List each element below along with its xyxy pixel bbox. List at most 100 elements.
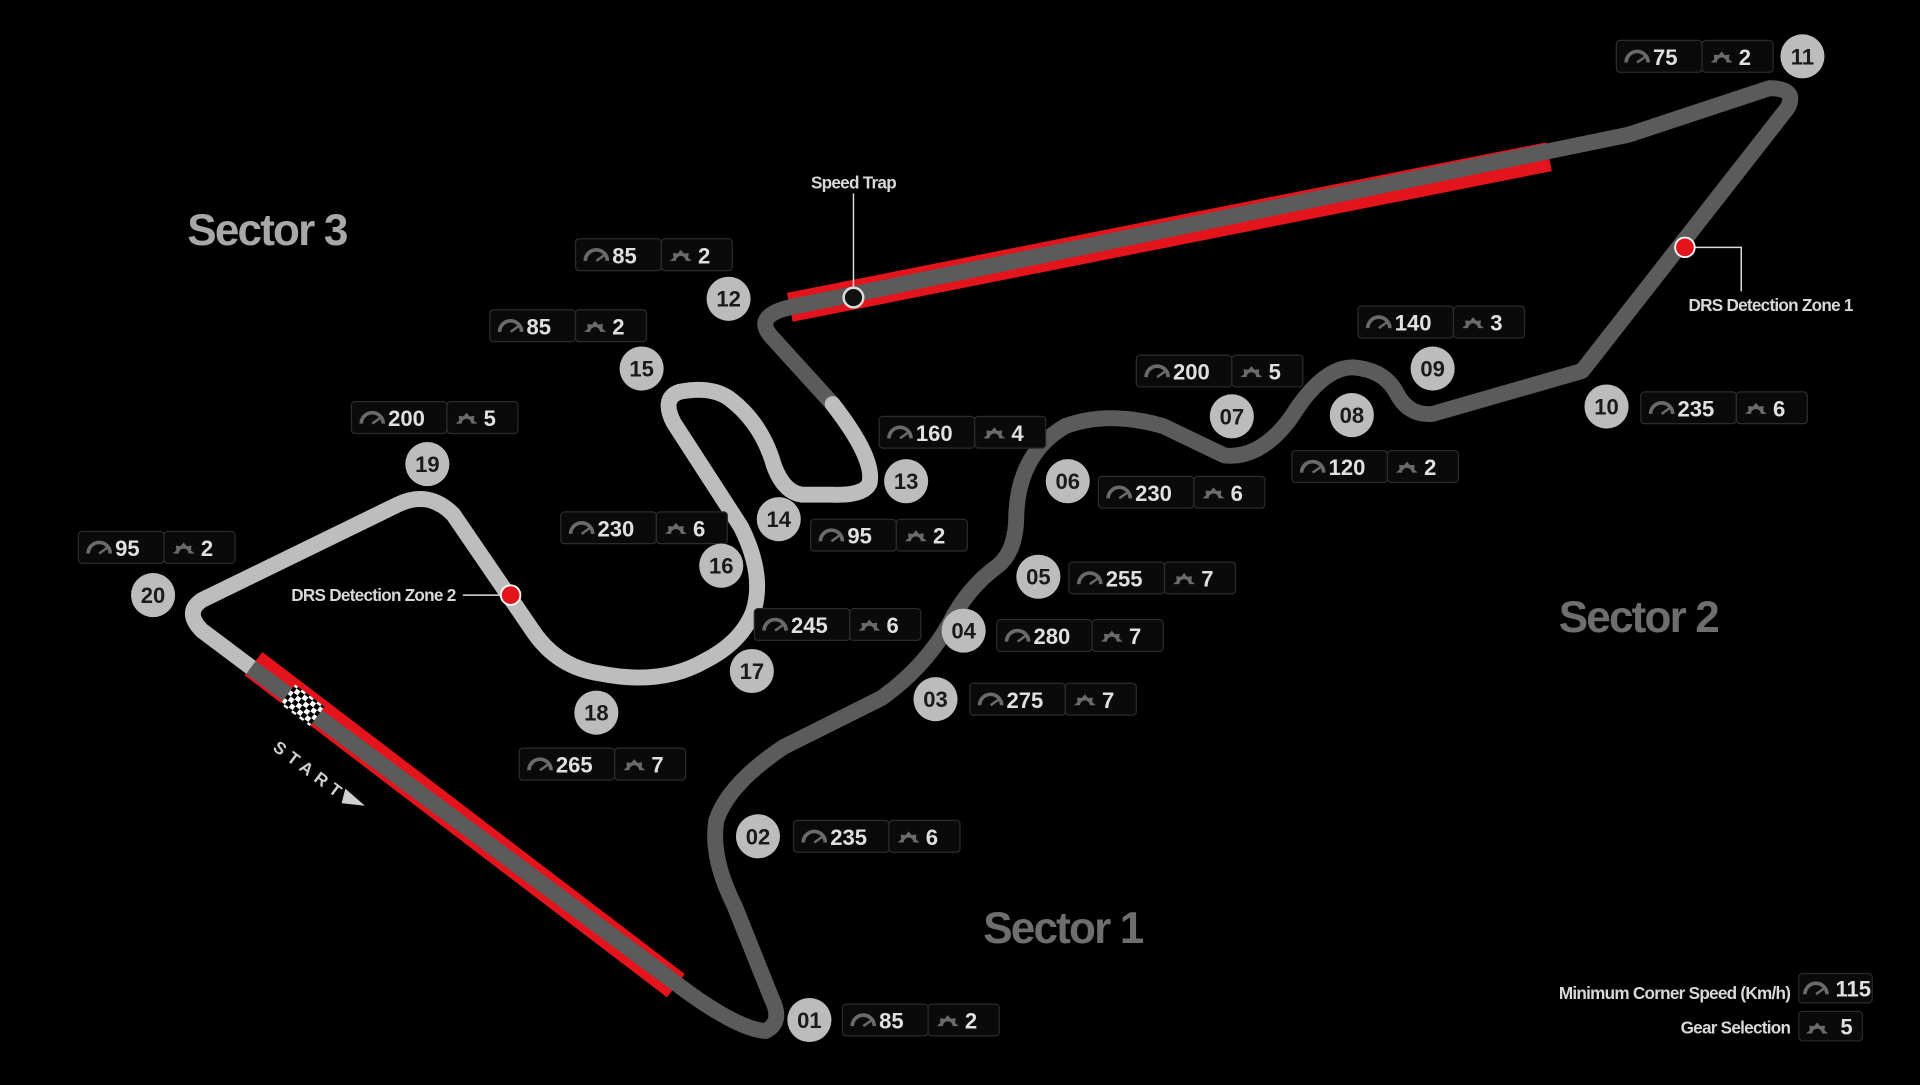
corner-min-speed: 265 (556, 753, 593, 778)
corner-number-badge (706, 276, 751, 321)
corner-number-badge (1410, 346, 1455, 391)
gear-icon (1710, 51, 1733, 63)
drs-1-leader (1694, 246, 1742, 292)
gear-icon (897, 831, 920, 843)
gear-icon (172, 542, 195, 554)
corner-gear: 5 (484, 406, 496, 431)
corner-min-speed: 95 (847, 524, 872, 549)
speedometer-arc (527, 757, 553, 771)
corner-number-badge (1016, 554, 1061, 599)
corner-number-badge (1329, 393, 1374, 438)
corner-number: 16 (709, 554, 734, 579)
corner-gear: 2 (201, 536, 213, 561)
track-sector-1-2 (243, 80, 1799, 1039)
gear-icon (1744, 402, 1767, 414)
gear-icon (1240, 366, 1263, 378)
corner-number: 03 (923, 687, 948, 712)
corner-min-speed: 140 (1395, 311, 1432, 336)
drs-detection-1-label: DRS Detection Zone 1 (1689, 295, 1854, 315)
speedometer-arc (568, 521, 595, 535)
speedometer-icon (1299, 459, 1326, 474)
corner-number-badge (913, 677, 958, 722)
speedometer-icon (568, 521, 595, 535)
corner-number: 01 (797, 1008, 822, 1033)
corner-min-speed: 280 (1033, 624, 1070, 649)
gear-icon (1173, 573, 1196, 585)
corner-min-speed: 230 (1135, 481, 1172, 506)
corner-number-badge (756, 497, 801, 542)
speedometer-arc (887, 425, 913, 439)
speedometer-arc (359, 410, 386, 424)
gear-icon (1395, 461, 1418, 473)
corner-number: 15 (629, 357, 654, 382)
speedometer-arc (762, 617, 788, 631)
speedometer-arc (1004, 628, 1031, 642)
legend-speed-label: Minimum Corner Speed (Km/h) (1559, 983, 1790, 1003)
corner-min-speed: 235 (1678, 396, 1715, 421)
speedometer-icon (1648, 401, 1675, 415)
corner-min-speed: 200 (388, 406, 425, 431)
drs-detection-1-marker (1674, 236, 1696, 259)
corner-number-badge (1045, 459, 1090, 504)
corner-number-badge (735, 814, 780, 859)
drs-detection-2-label: DRS Detection Zone 2 (291, 585, 455, 605)
corner-number: 09 (1420, 357, 1445, 382)
track-main-straight-dark (246, 660, 676, 986)
track-sector-3 (184, 381, 879, 686)
corner-number: 10 (1594, 394, 1619, 419)
corner-number: 07 (1220, 404, 1245, 429)
corner-min-speed: 160 (916, 421, 953, 446)
speedometer-arc (1624, 49, 1650, 63)
speedometer-arc (1299, 459, 1326, 473)
sector-3-label: Sector 3 (187, 206, 347, 255)
corner-number-badge (619, 346, 664, 391)
speedometer-arc (583, 248, 610, 262)
speedometer-icon (1365, 315, 1392, 330)
corner-min-speed: 235 (830, 825, 867, 850)
gear-icon (1462, 317, 1485, 329)
gear-icon (936, 1015, 959, 1027)
corner-number: 17 (740, 659, 765, 684)
sector-2-label: Sector 2 (1559, 593, 1719, 642)
speed-trap-label: Speed Trap (811, 173, 896, 193)
corner-number-badge (729, 648, 774, 694)
corner-gear: 7 (1129, 624, 1141, 649)
legend-gear-value: 5 (1840, 1015, 1852, 1040)
speedometer-icon (527, 757, 553, 772)
corner-gear: 5 (1269, 360, 1281, 385)
speedometer-icon (850, 1013, 877, 1028)
corner-gear: 6 (693, 516, 705, 541)
gear-icon (1100, 630, 1123, 642)
checkered-flag-icon (280, 684, 325, 727)
speedometer-icon (887, 425, 913, 440)
gear-icon (664, 522, 687, 534)
speedometer-icon (1624, 49, 1650, 64)
speedometer-arc (1144, 364, 1170, 378)
corner-gear: 7 (1201, 567, 1213, 592)
legend-gear-label: Gear Selection (1681, 1017, 1791, 1037)
gear-icon (983, 427, 1006, 439)
gear-icon (1073, 694, 1096, 706)
speedometer-icon (818, 528, 845, 543)
gear-icon (584, 320, 607, 332)
speedometer-icon (86, 540, 113, 555)
